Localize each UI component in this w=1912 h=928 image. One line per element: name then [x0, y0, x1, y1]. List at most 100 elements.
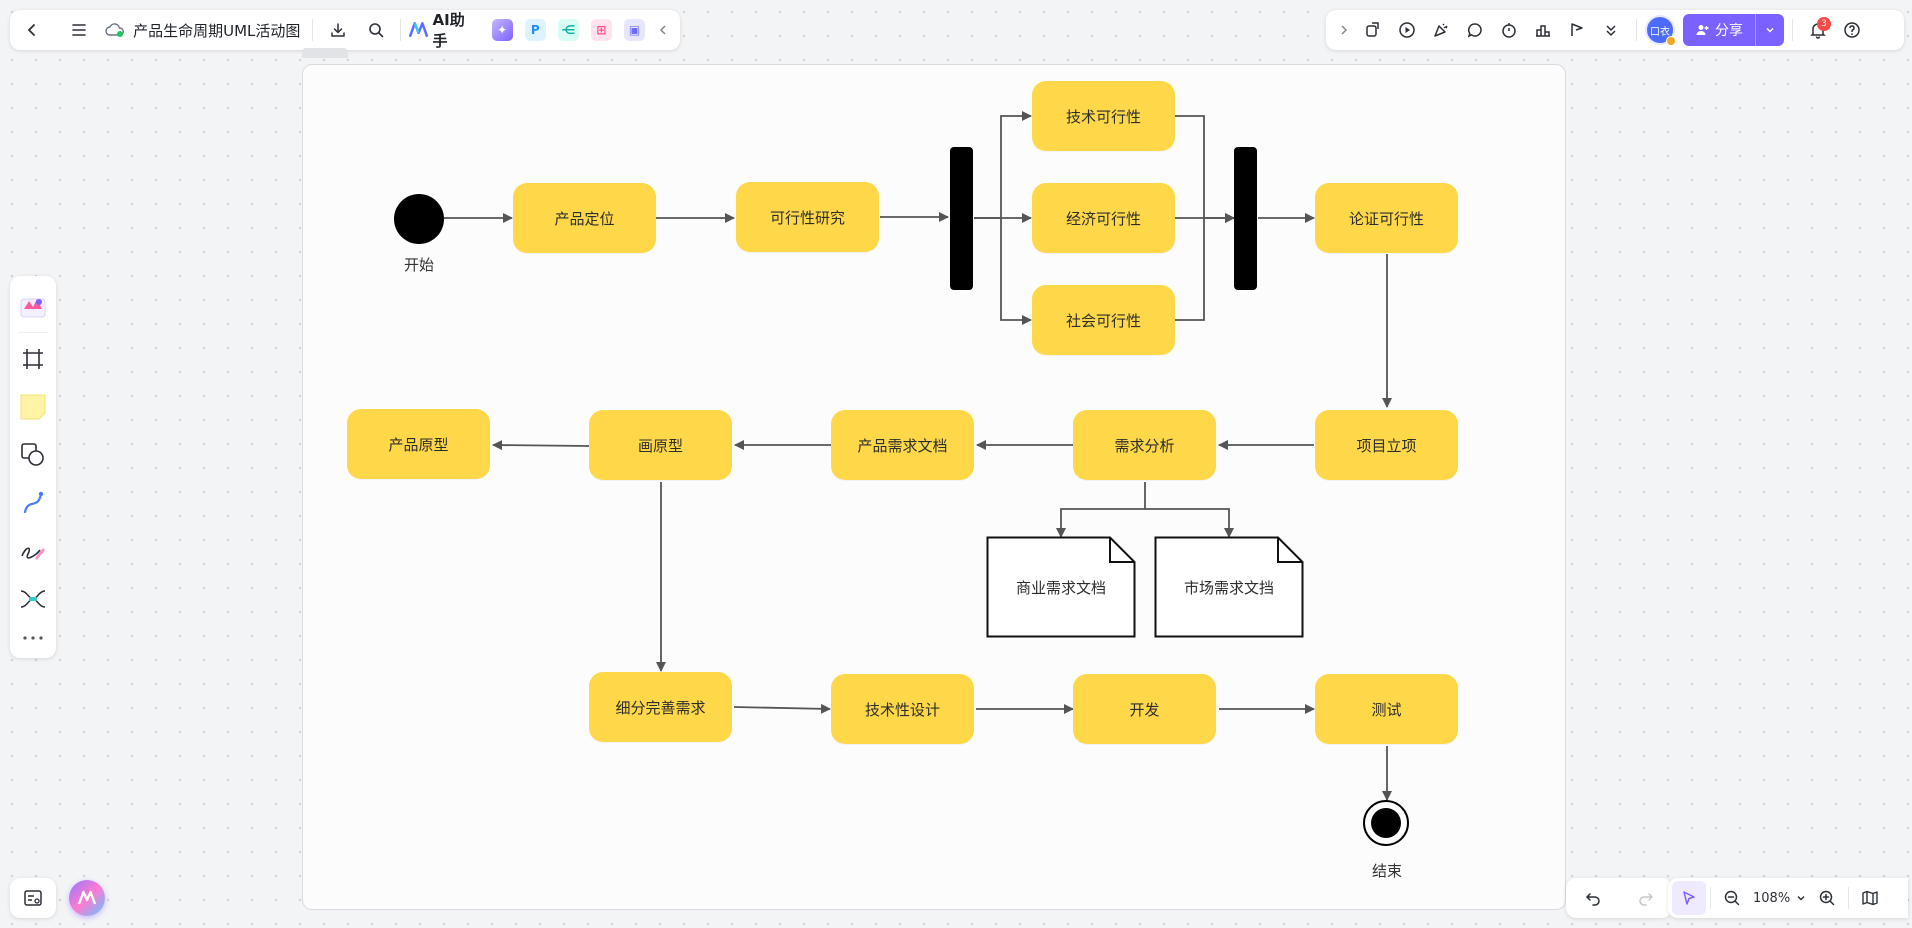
node-product-positioning[interactable]: 产品定位 — [513, 183, 656, 253]
connector-tool[interactable] — [10, 479, 56, 527]
avatar-text: 口衣 — [1650, 26, 1670, 38]
undo-button[interactable] — [1576, 881, 1610, 915]
frame-icon — [23, 349, 43, 369]
node-prd[interactable]: 产品需求文档 — [831, 410, 974, 480]
sticky-note-tool[interactable] — [10, 383, 56, 431]
node-econ-feasibility[interactable]: 经济可行性 — [1032, 183, 1175, 253]
node-feasibility-study[interactable]: 可行性研究 — [736, 182, 879, 252]
map-view-button[interactable] — [1853, 881, 1887, 915]
zoom-in-button[interactable] — [1810, 881, 1844, 915]
flag-cursor-icon — [1571, 23, 1583, 36]
flowchart-app-icon[interactable]: ⊞ — [590, 19, 612, 41]
p-app-icon[interactable]: P — [524, 19, 546, 41]
more-tools-button[interactable] — [1594, 13, 1628, 47]
more-horizontal-icon — [23, 636, 43, 640]
pen-icon — [21, 547, 45, 560]
back-button[interactable] — [16, 13, 49, 47]
zoom-out-button[interactable] — [1715, 881, 1749, 915]
celebrate-button[interactable] — [1424, 13, 1458, 47]
top-right-toolbar: 口衣 分享 3 — [1326, 10, 1904, 50]
more-tools-button[interactable] — [10, 623, 56, 653]
ai-floating-button[interactable] — [69, 880, 105, 916]
doc-brd-label: 商业需求文档 — [1015, 578, 1106, 597]
ai-assistant-button[interactable]: AI助手 — [409, 9, 477, 51]
comment-button[interactable] — [1458, 13, 1492, 47]
notifications-button[interactable]: 3 — [1801, 13, 1835, 47]
collapse-apps-button[interactable] — [651, 13, 674, 47]
doc-brd[interactable]: 商业需求文档 — [986, 536, 1136, 638]
shape-icon — [21, 443, 44, 466]
play-icon — [1399, 22, 1415, 38]
node-development[interactable]: 开发 — [1073, 674, 1216, 744]
frame-label-tab[interactable] — [302, 48, 348, 58]
share-dropdown-button[interactable] — [1755, 14, 1784, 46]
mindmap-tool[interactable] — [10, 575, 56, 623]
shape-tool[interactable] — [10, 431, 56, 479]
vote-button[interactable] — [1526, 13, 1560, 47]
cursor-icon — [1683, 891, 1695, 905]
node-tech-feasibility[interactable]: 技术可行性 — [1032, 81, 1175, 151]
node-requirement-analysis[interactable]: 需求分析 — [1073, 410, 1216, 480]
minimap-toggle-button[interactable] — [10, 878, 56, 918]
menu-button[interactable] — [63, 13, 96, 47]
node-project-initiation[interactable]: 项目立项 — [1315, 410, 1458, 480]
divider — [1636, 19, 1637, 41]
document-title[interactable]: 产品生命周期UML活动图 — [133, 21, 301, 40]
node-technical-design[interactable]: 技术性设计 — [831, 674, 974, 744]
connector-icon — [23, 491, 44, 514]
history-controls — [1566, 878, 1672, 918]
divider — [1848, 887, 1850, 909]
start-label: 开始 — [403, 256, 434, 274]
zoom-in-icon — [1819, 890, 1835, 906]
download-button[interactable] — [321, 13, 354, 47]
online-dot-icon — [1666, 36, 1676, 46]
end-node-core — [1371, 808, 1401, 838]
help-button[interactable] — [1835, 13, 1869, 47]
zoom-level-dropdown[interactable]: 108% — [1749, 891, 1810, 906]
user-avatar[interactable]: 口衣 — [1645, 15, 1676, 46]
node-product-prototype[interactable]: 产品原型 — [347, 409, 490, 479]
divider — [312, 19, 314, 41]
divider — [1792, 19, 1793, 41]
top-left-toolbar: 产品生命周期UML活动图 AI助手 ✦ P ⋲ ⊞ ▣ — [10, 10, 680, 50]
node-social-feasibility[interactable]: 社会可行性 — [1032, 285, 1175, 355]
node-testing[interactable]: 测试 — [1315, 674, 1458, 744]
frame-tool[interactable] — [10, 335, 56, 383]
map-icon — [1862, 890, 1878, 906]
node-verify-feasibility[interactable]: 论证可行性 — [1315, 183, 1458, 253]
double-chevron-down-icon — [1606, 25, 1616, 37]
share-label: 分享 — [1715, 23, 1743, 39]
end-node[interactable] — [1363, 800, 1409, 846]
expand-button[interactable] — [1332, 13, 1356, 47]
start-node[interactable] — [394, 194, 444, 244]
present-button[interactable] — [1390, 13, 1424, 47]
cursor-share-button[interactable] — [1356, 13, 1390, 47]
sticky-note-icon — [20, 394, 46, 420]
pen-tool[interactable] — [10, 527, 56, 575]
select-tool-button[interactable] — [1672, 881, 1706, 915]
notification-badge: 3 — [1817, 17, 1831, 31]
timer-button[interactable] — [1492, 13, 1526, 47]
image-gen-app-icon[interactable]: ✦ — [491, 19, 513, 41]
template-tool[interactable] — [10, 282, 56, 330]
node-refine-requirements[interactable]: 细分完善需求 — [589, 672, 732, 742]
document-shape-icon — [986, 536, 1136, 638]
join-bar[interactable] — [1234, 147, 1257, 290]
cursor-share-icon — [1366, 22, 1379, 37]
mindmap-app-icon[interactable]: ⋲ — [557, 19, 579, 41]
share-button[interactable]: 分享 — [1683, 14, 1784, 46]
ai-logo-icon — [77, 890, 97, 905]
hamburger-icon — [72, 24, 86, 36]
chevron-left-icon — [28, 24, 36, 36]
fork-bar[interactable] — [950, 147, 973, 290]
search-button[interactable] — [360, 13, 393, 47]
comment-icon — [1467, 23, 1482, 38]
chevron-down-icon — [1797, 896, 1805, 901]
follow-button[interactable] — [1560, 13, 1594, 47]
ai-logo-icon — [409, 22, 429, 38]
template-icon — [20, 298, 46, 318]
doc-mrd[interactable]: 市场需求文挡 — [1154, 536, 1304, 638]
node-draw-prototype[interactable]: 画原型 — [589, 410, 732, 480]
chat-app-icon[interactable]: ▣ — [623, 19, 646, 41]
redo-button[interactable] — [1629, 881, 1663, 915]
